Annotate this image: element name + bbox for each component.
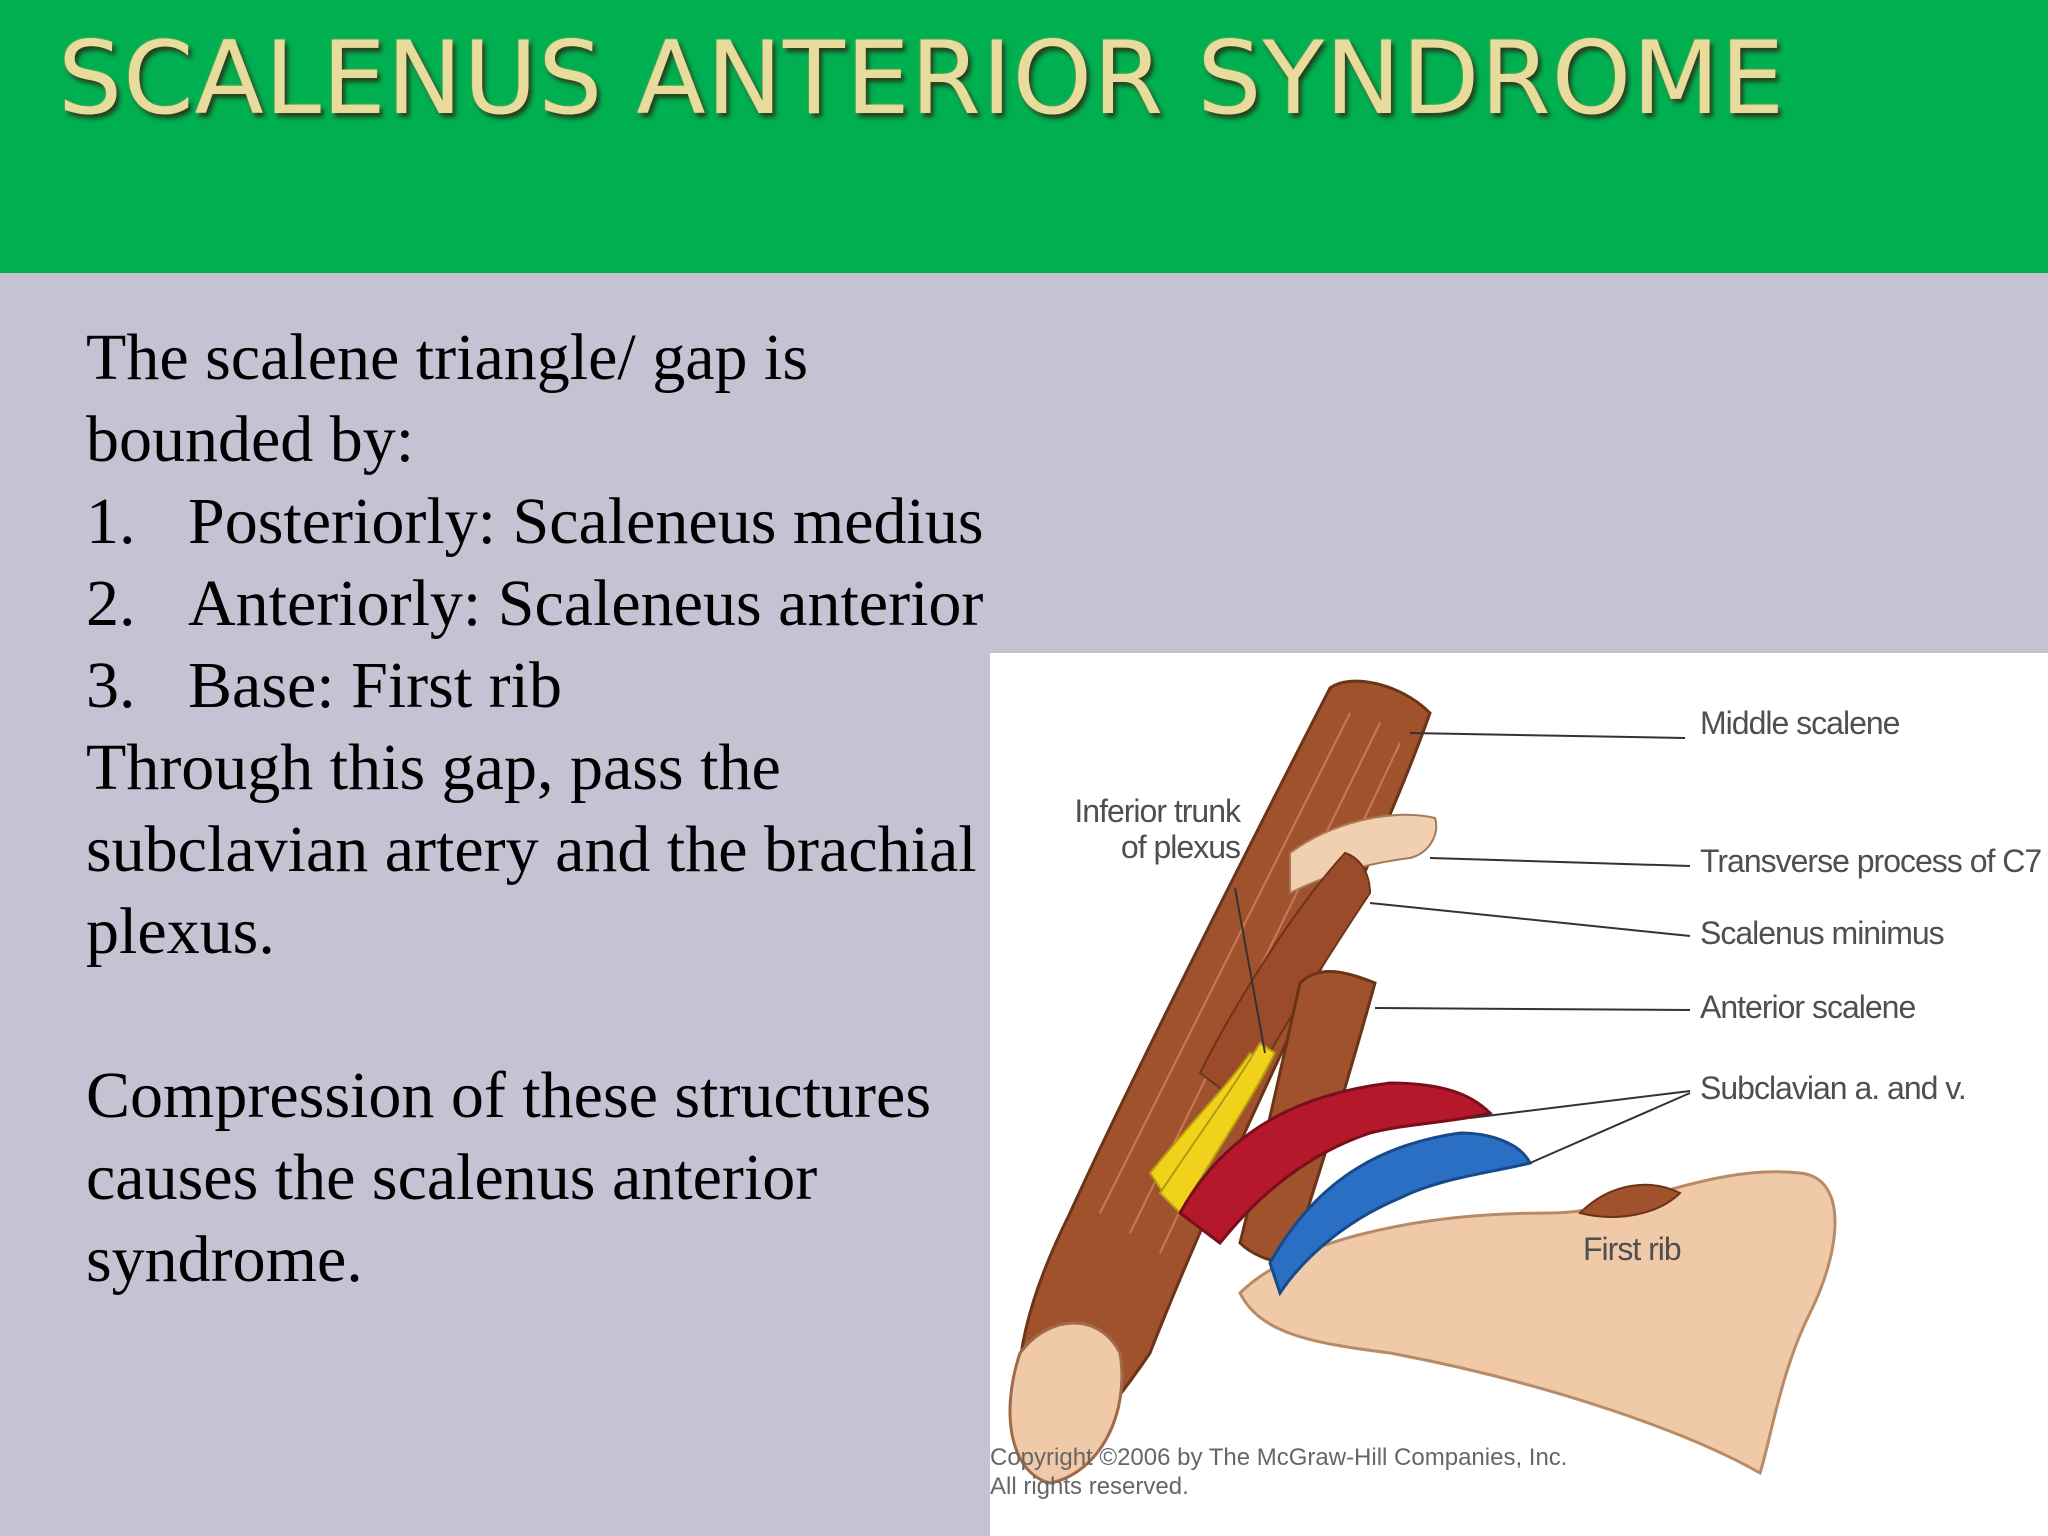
leader-line — [1469, 1090, 1691, 1119]
label-scalenus-minimus: Scalenus minimus — [1700, 915, 1945, 951]
anatomy-illustration: Middle scalene Inferior trunk of plexus … — [990, 653, 2048, 1536]
label-transverse-process: Transverse process of C7 — [1700, 843, 2042, 879]
intro-text: The scalene triangle/ gap is bounded by: — [86, 321, 809, 476]
first-rib-shape — [1238, 1170, 1837, 1476]
label-subclavian: Subclavian a. and v. — [1700, 1070, 1967, 1106]
leader-line — [1374, 1007, 1691, 1011]
copyright-line: All rights reserved. — [990, 1473, 1189, 1500]
label-middle-scalene: Middle scalene — [1700, 705, 1900, 741]
copyright-notice: Copyright ©2006 by The McGraw-Hill Compa… — [990, 1443, 1567, 1501]
leader-line — [1409, 732, 1686, 739]
list-number: 2. — [86, 567, 136, 640]
label-anterior-scalene: Anterior scalene — [1700, 989, 1916, 1025]
leader-line — [1234, 887, 1266, 1054]
scalenus-minimus-shape — [1198, 851, 1372, 1105]
leader-lines — [1234, 732, 1691, 1164]
label-of-plexus: of plexus — [1120, 829, 1241, 865]
slide-body: The scalene triangle/ gap is bounded by:… — [86, 317, 986, 1301]
conclusion-text: Compression of these structures causes t… — [86, 1059, 932, 1296]
subclavian-artery-shape — [1178, 1081, 1493, 1246]
label-first-rib: First rib — [1583, 1231, 1682, 1267]
list-item: 2. Anteriorly: Scaleneus anterior — [86, 563, 986, 645]
title-banner: SCALENUS ANTERIOR SYNDROME — [0, 0, 2048, 273]
rib-tubercle-shape — [1578, 1183, 1682, 1218]
list-number: 1. — [86, 485, 136, 558]
spacer — [86, 973, 986, 1055]
label-inferior-trunk: Inferior trunk — [1074, 793, 1241, 829]
list-item: 1. Posteriorly: Scaleneus medius — [86, 481, 986, 563]
list-item: 3. Base: First rib — [86, 645, 986, 727]
passage-text: Through this gap, pass the subclavian ar… — [86, 731, 977, 968]
list-text: Base: First rib — [188, 649, 562, 722]
muscle-end-shape — [1008, 1321, 1124, 1485]
slide-title: SCALENUS ANTERIOR SYNDROME — [58, 19, 1786, 137]
leader-line — [1529, 1092, 1691, 1164]
list-text: Posteriorly: Scaleneus medius — [188, 485, 984, 558]
leader-line — [1369, 902, 1691, 937]
leader-line — [1429, 857, 1691, 867]
list-text: Anteriorly: Scaleneus anterior — [188, 567, 984, 640]
scalene-anatomy-drawing — [1008, 679, 1837, 1485]
copyright-line: Copyright ©2006 by The McGraw-Hill Compa… — [990, 1444, 1568, 1471]
list-number: 3. — [86, 649, 136, 722]
nerve-shape — [1158, 1041, 1277, 1215]
